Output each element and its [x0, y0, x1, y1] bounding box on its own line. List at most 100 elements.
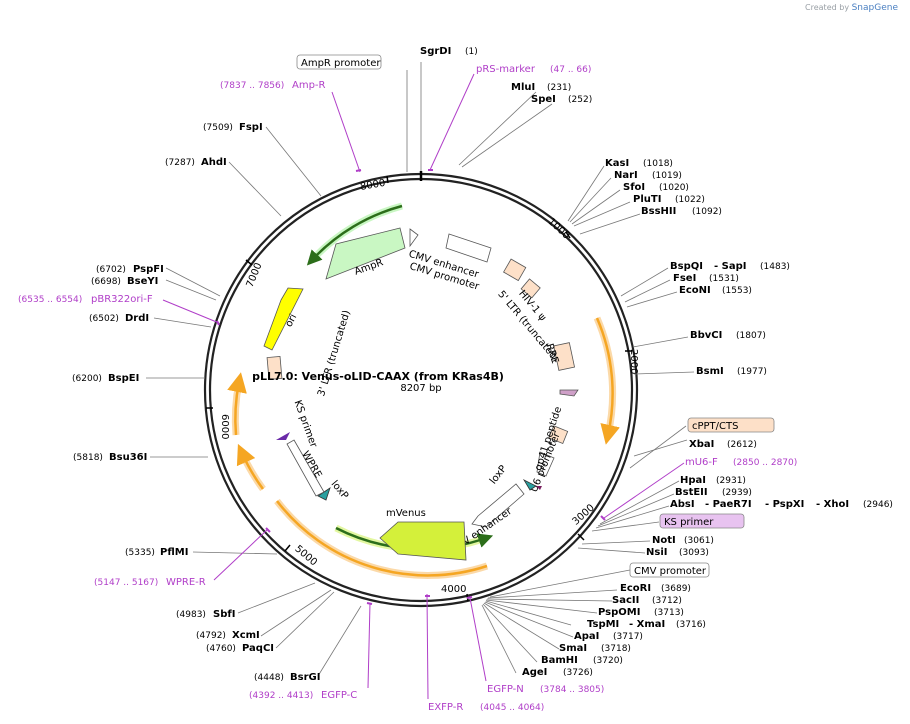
svg-text:cPPT/CTS: cPPT/CTS — [692, 421, 738, 432]
svg-text:(6200): (6200) — [72, 374, 102, 384]
enzyme-bsteii: BstEII — [675, 487, 708, 498]
enzyme-bsrgi: BsrGI — [290, 672, 320, 683]
snapgene-logo-text: SnapGene — [851, 3, 898, 13]
enzyme-paqci: PaqCI — [242, 643, 274, 654]
svg-text:(2612): (2612) — [727, 440, 757, 450]
tick-7000: 7000 — [245, 259, 264, 289]
svg-text:(4792): (4792) — [196, 631, 226, 641]
svg-text:(1020): (1020) — [659, 183, 689, 193]
svg-text:8000: 8000 — [359, 178, 386, 193]
primer-prs-marker: pRS-marker — [476, 64, 536, 75]
primer-exfp-r: EXFP-R — [428, 702, 463, 713]
enzyme-xbai: XbaI — [689, 439, 714, 450]
svg-text:(1977): (1977) — [737, 367, 767, 377]
svg-text:mVenus: mVenus — [386, 508, 426, 519]
svg-text:(4392 .. 4413): (4392 .. 4413) — [249, 691, 313, 701]
enzyme-econi: EcoNI — [679, 285, 711, 296]
cmv-promoter-box — [629, 562, 710, 578]
primer-amp-r: Amp-R — [292, 80, 326, 91]
enzyme-pspxi: - PspXI — [765, 499, 804, 510]
svg-text:loxP: loxP — [329, 479, 351, 502]
enzyme-mlui: MluI — [511, 82, 535, 93]
svg-text:(5335): (5335) — [125, 548, 155, 558]
svg-text:(6535 .. 6554): (6535 .. 6554) — [18, 295, 82, 305]
svg-text:4000: 4000 — [441, 584, 466, 595]
svg-text:(3718): (3718) — [601, 644, 631, 654]
enzyme-bsshii: BssHII — [641, 206, 676, 217]
svg-text:(2946): (2946) — [863, 500, 893, 510]
ori-feature: ori — [263, 287, 304, 351]
enzyme-kasi: KasI — [605, 158, 629, 169]
svg-text:(1483): (1483) — [760, 262, 790, 272]
enzyme-drdi: DrdI — [125, 313, 149, 324]
svg-text:(4983): (4983) — [176, 610, 206, 620]
enzyme-spei: SpeI — [531, 94, 556, 105]
primer-egfp-n: EGFP-N — [487, 684, 524, 695]
snapgene-credit: Created by SnapGene — [805, 3, 898, 13]
svg-text:(1018): (1018) — [643, 159, 673, 169]
svg-text:(3720): (3720) — [593, 656, 623, 666]
svg-text:loxP: loxP — [488, 464, 509, 487]
enzyme-sgrdi: SgrDI — [420, 46, 451, 57]
gp41-u6-features: gp41 peptide U6 promoter — [529, 389, 579, 494]
enzyme-pspfi: PspFI — [133, 264, 164, 275]
svg-text:(3093): (3093) — [679, 548, 709, 558]
svg-text:(1019): (1019) — [652, 171, 682, 181]
svg-text:(3717): (3717) — [613, 632, 643, 642]
leader-lines — [146, 62, 695, 677]
svg-text:KS primer: KS primer — [664, 517, 714, 528]
svg-text:(7509): (7509) — [203, 123, 233, 133]
enzyme-xmai: - XmaI — [629, 619, 665, 630]
enzyme-ahdi: AhdI — [201, 157, 227, 168]
enzyme-pluti: PluTI — [633, 194, 661, 205]
enzyme-bspei: BspEI — [108, 373, 139, 384]
svg-text:(4448): (4448) — [254, 673, 284, 683]
svg-text:(2850 .. 2870): (2850 .. 2870) — [733, 458, 797, 468]
enzyme-fspi: FspI — [239, 122, 263, 133]
enzyme-agei: AgeI — [522, 667, 547, 678]
enzyme-bspqi: BspQI — [670, 261, 703, 272]
enzyme-tspmi: TspMI — [587, 619, 619, 630]
enzyme-bsu36i: Bsu36I — [109, 452, 147, 463]
cppt-cts-box — [687, 417, 775, 433]
enzyme-apai: ApaI — [574, 631, 599, 642]
tick-2000: 2000 — [625, 349, 639, 374]
enzyme-bbvci: BbvCI — [690, 330, 722, 341]
svg-text:(1553): (1553) — [722, 286, 752, 296]
enzyme-absi: AbsI — [670, 499, 695, 510]
enzyme-nsii: NsiI — [646, 547, 667, 558]
enzyme-bseyi: BseYI — [127, 276, 158, 287]
enzyme-noti: NotI — [652, 535, 676, 546]
boxed-labels: AmpR promoter cPPT/CTS KS primer CMV pro… — [296, 54, 775, 578]
primer-labels: pRS-marker (47 .. 66) (7837 .. 7856) Amp… — [18, 64, 797, 713]
rre-feature: RRE — [543, 342, 576, 371]
primer-egfp-c: EGFP-C — [321, 690, 357, 701]
enzyme-sacii: SacII — [612, 595, 639, 606]
svg-text:AmpR promoter: AmpR promoter — [301, 58, 381, 69]
svg-text:ori: ori — [284, 312, 300, 329]
enzyme-xhoi: - XhoI — [816, 499, 849, 510]
enzyme-bsmi: BsmI — [696, 366, 724, 377]
svg-text:(3713): (3713) — [654, 608, 684, 618]
enzyme-sfoi: SfoI — [623, 182, 645, 193]
svg-text:(47 .. 66): (47 .. 66) — [550, 65, 591, 75]
enzyme-sbfi: SbfI — [213, 609, 235, 620]
svg-text:(3726): (3726) — [563, 668, 593, 678]
enzyme-bamhi: BamHI — [541, 655, 578, 666]
tick-8000: 8000 — [359, 175, 389, 193]
enzyme-paer7i: - PaeR7I — [705, 499, 752, 510]
svg-text:(1092): (1092) — [692, 207, 722, 217]
svg-text:(7837 .. 7856): (7837 .. 7856) — [220, 81, 284, 91]
svg-text:(3061): (3061) — [684, 536, 714, 546]
svg-text:6000: 6000 — [219, 414, 230, 439]
primer-mu6-f: mU6-F — [685, 457, 718, 468]
svg-text:(3784 .. 3805): (3784 .. 3805) — [540, 685, 604, 695]
svg-text:(231): (231) — [547, 83, 571, 93]
enzyme-sapi: - SapI — [714, 261, 746, 272]
ampr-promoter-box — [296, 54, 382, 70]
svg-text:3' LTR (truncated): 3' LTR (truncated) — [316, 309, 353, 398]
enzyme-ecori: EcoRI — [620, 583, 651, 594]
svg-text:(3689): (3689) — [661, 584, 691, 594]
svg-text:(6502): (6502) — [89, 314, 119, 324]
